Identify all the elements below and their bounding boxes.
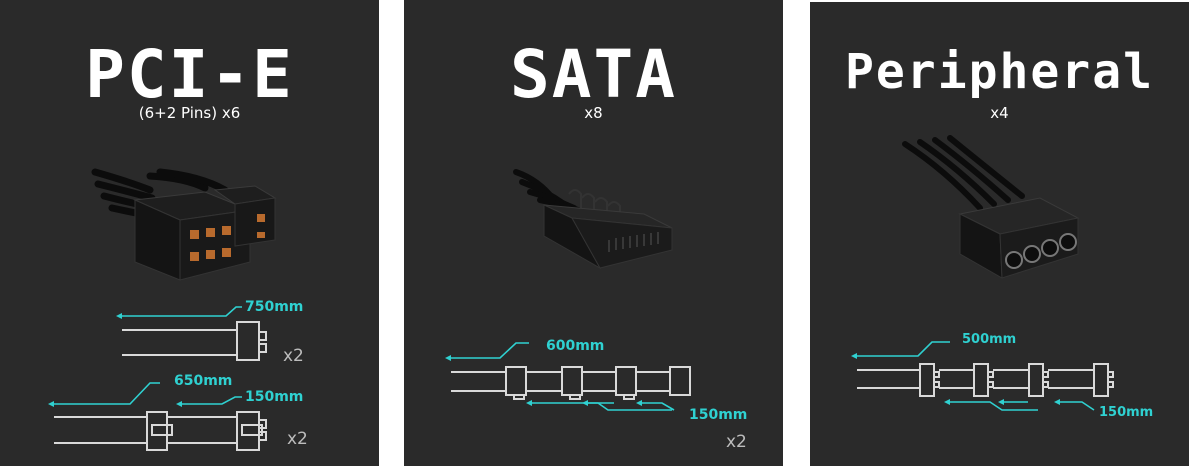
pcie-qty-bottom: x2 [287,429,308,449]
pcie-panel: PCI-E (6+2 Pins) x6 [0,0,379,466]
peripheral-subtitle: x4 [990,104,1009,122]
pcie-length-150: 150mm [245,389,304,405]
sata-connector-illustration [513,169,673,270]
sata-panel: SATA x8 [404,0,783,466]
peripheral-connector-illustration [902,135,1080,279]
pcie-length-750: 750mm [245,299,304,315]
sata-title: SATA [510,36,677,113]
sata-qty: x2 [726,432,747,452]
sata-length-150: 150mm [689,407,748,423]
peripheral-length-500: 500mm [962,332,1017,347]
peripheral-cable-diagram [851,341,1114,411]
peripheral-panel: Peripheral x4 [810,2,1189,466]
pcie-qty-top: x2 [283,346,304,366]
pcie-title: PCI-E [85,36,294,113]
sata-length-600: 600mm [546,338,605,354]
peripheral-length-150: 150mm [1099,405,1154,420]
sata-cable-diagram [445,342,691,411]
pcie-subtitle: (6+2 Pins) x6 [138,104,241,122]
peripheral-title: Peripheral [845,44,1154,100]
sata-subtitle: x8 [584,104,603,122]
pcie-cable-diagram [48,306,267,451]
pcie-connector-illustration [91,168,277,281]
pcie-length-650: 650mm [174,373,233,389]
